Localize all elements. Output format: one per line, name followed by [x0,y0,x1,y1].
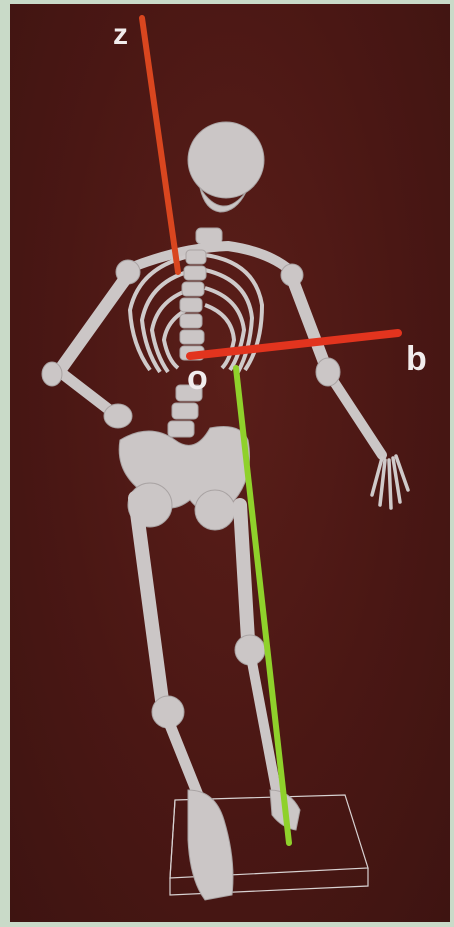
skeleton-scene [10,4,450,922]
hand-right [372,456,408,508]
z-axis-label: z [113,18,128,52]
humerus-left [60,275,128,370]
femur-right [240,505,248,640]
forearm-left [60,372,112,412]
origin-label: o [187,359,208,398]
b-axis-label: b [406,340,427,379]
z-axis-line [142,18,178,272]
render-viewport: z b o [10,4,450,922]
femur-left [135,498,162,700]
humerus-right [292,278,325,365]
tibia-left [170,725,200,800]
foot-left [188,790,233,900]
skull [188,122,264,198]
b-axis-line [190,333,398,356]
skeleton [42,122,408,900]
